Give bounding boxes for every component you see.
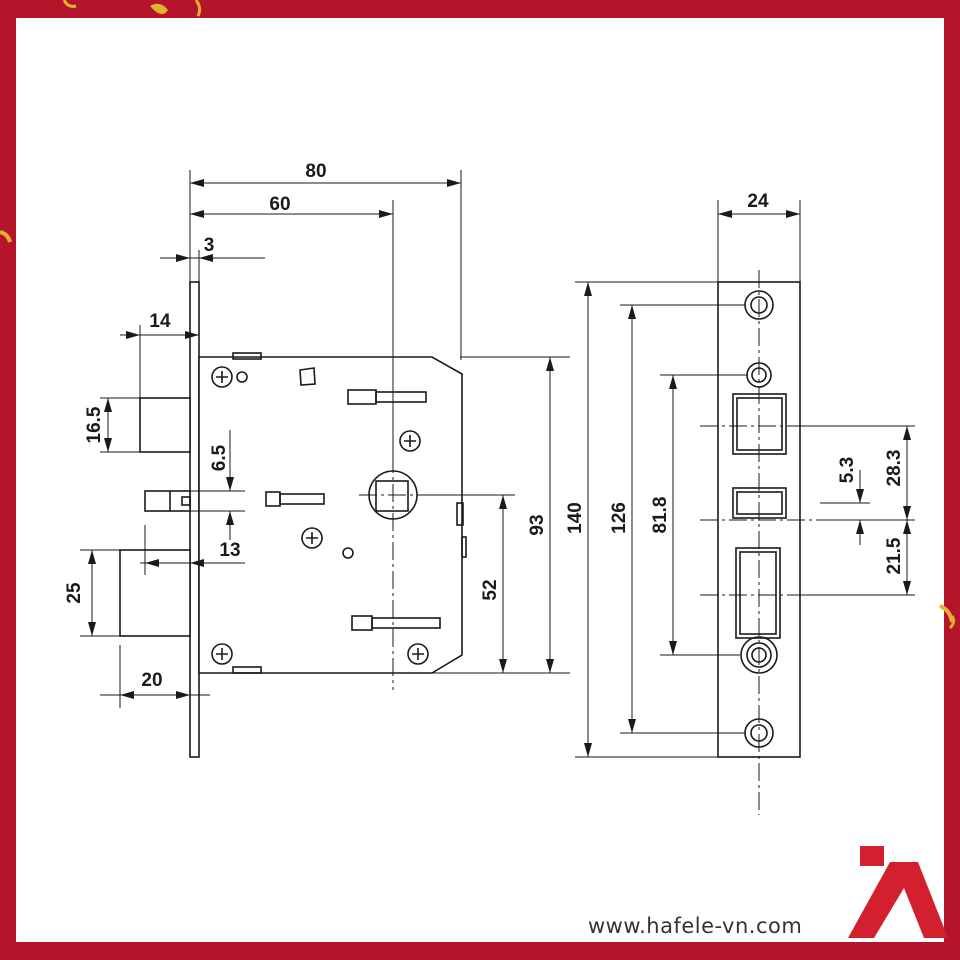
- small-bolt: [144, 490, 191, 512]
- dim-front-81-8: 81.8: [650, 497, 671, 534]
- dim-latch-14: 14: [149, 311, 171, 332]
- lock-body: [198, 356, 463, 674]
- center-lines: [359, 270, 820, 815]
- dim-gap-6-5: 6.5: [209, 444, 230, 471]
- arrowheads: [88, 179, 911, 757]
- dim-front-126: 126: [609, 502, 630, 534]
- deadbolt-opening: [735, 547, 781, 639]
- dim-height-93: 93: [527, 514, 548, 535]
- dim-latch-16-5: 16.5: [84, 406, 105, 443]
- website-url: www.hafele-vn.com: [588, 914, 803, 938]
- dim-bolt-13: 13: [219, 540, 240, 561]
- screws: [211, 366, 429, 665]
- dim-width-60: 60: [269, 194, 290, 215]
- dim-bolt-25: 25: [64, 582, 85, 604]
- dim-front-24: 24: [747, 191, 769, 212]
- dim-front-5-3: 5.3: [837, 457, 858, 483]
- dim-height-52: 52: [480, 579, 501, 600]
- dim-bolt-20: 20: [141, 670, 162, 691]
- dim-front-28-3: 28.3: [884, 450, 905, 487]
- faceplate-side: [189, 281, 200, 758]
- dim-front-21-5: 21.5: [884, 537, 905, 574]
- screw-hole-lower: [740, 636, 778, 674]
- dim-front-140: 140: [565, 502, 586, 534]
- dim-faceplate-3: 3: [204, 235, 215, 256]
- hafele-a-logo-icon: [848, 846, 948, 938]
- latch: [139, 397, 191, 453]
- dim-width-80: 80: [305, 161, 326, 182]
